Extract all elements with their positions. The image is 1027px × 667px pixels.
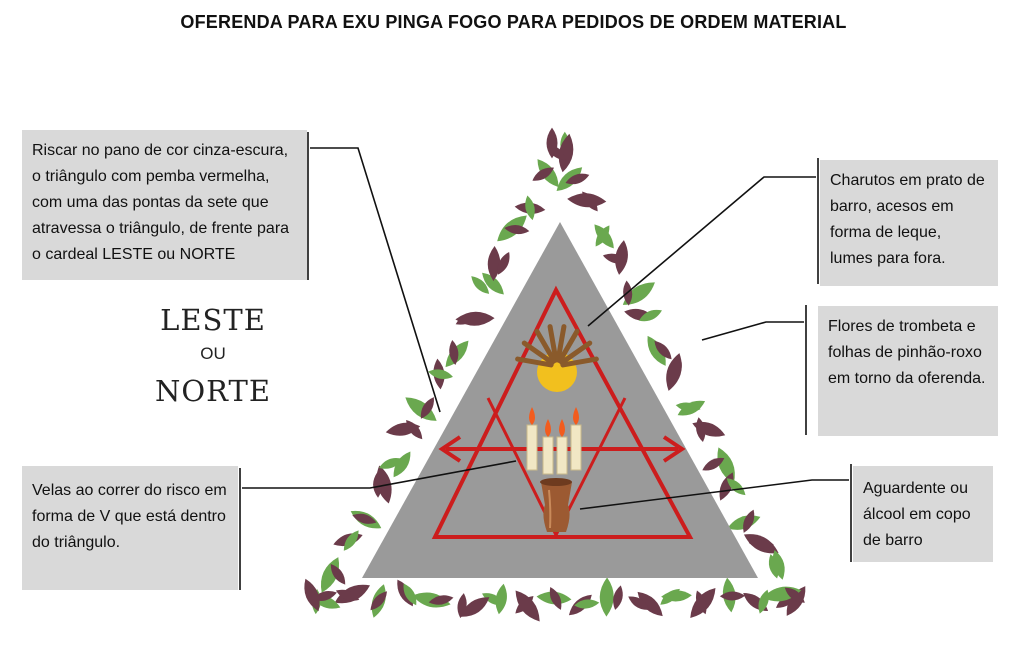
page-title: OFERENDA PARA EXU PINGA FOGO PARA PEDIDO… xyxy=(180,12,847,32)
leaf xyxy=(696,417,706,443)
leaf xyxy=(692,421,726,437)
cigar xyxy=(515,356,554,368)
annotation-aguardente: Aguardente ou álcool em copo de barro xyxy=(853,466,993,562)
leaf xyxy=(582,191,598,212)
leaf xyxy=(482,272,504,295)
leaf xyxy=(695,590,707,615)
leaf xyxy=(574,599,600,609)
annotation-velas: Velas ao correr do risco em forma de V q… xyxy=(22,466,238,590)
leaf xyxy=(376,465,392,504)
candle-flame xyxy=(559,419,565,437)
direction-norte: NORTE xyxy=(155,374,271,408)
leaf xyxy=(406,419,423,440)
leaf xyxy=(546,144,567,161)
leaf xyxy=(504,225,530,235)
leaf xyxy=(525,195,535,221)
candle-flame xyxy=(529,407,535,425)
pemba-v-lines xyxy=(486,397,627,539)
leaf xyxy=(602,253,628,264)
leaf xyxy=(487,246,501,281)
cigar xyxy=(547,324,559,363)
cigar xyxy=(559,340,593,366)
leaf xyxy=(719,591,746,601)
leaf xyxy=(784,587,805,603)
leaf xyxy=(304,578,320,612)
annotation-flores: Flores de trombeta e folhas de pinhão-ro… xyxy=(818,306,998,436)
cigar xyxy=(557,328,580,364)
candle xyxy=(570,424,582,471)
leaf xyxy=(647,335,666,366)
leaf xyxy=(335,589,360,601)
candles xyxy=(526,407,582,475)
leaf xyxy=(471,276,490,294)
leaf xyxy=(613,585,623,610)
leaf xyxy=(702,457,725,471)
leaf xyxy=(393,451,411,478)
leaf xyxy=(660,588,680,605)
leaf xyxy=(758,589,769,614)
cigars-on-plate xyxy=(515,324,599,392)
leaf xyxy=(638,309,662,322)
leaf xyxy=(515,596,534,614)
annotation-riscar: Riscar no pano de cor cinza-escura, o tr… xyxy=(22,130,307,280)
leaf xyxy=(654,340,672,360)
leaf xyxy=(726,478,746,496)
leaf xyxy=(373,472,383,498)
annotation-charutos: Charutos em prato de barro, acesos em fo… xyxy=(820,160,998,286)
leaf xyxy=(457,593,467,619)
leaf xyxy=(637,591,663,617)
leaf xyxy=(460,597,490,617)
leaf xyxy=(379,457,403,469)
leaf xyxy=(312,591,337,601)
candle-flame xyxy=(573,407,579,425)
cigar xyxy=(534,328,557,364)
leaf xyxy=(352,513,377,524)
leaf xyxy=(343,530,359,551)
leaf xyxy=(495,583,507,615)
leaf xyxy=(420,397,434,419)
leaf xyxy=(549,586,562,610)
gray-cloth-triangle xyxy=(362,222,758,578)
leaf xyxy=(532,167,555,181)
leaf xyxy=(628,596,650,610)
leaf xyxy=(405,397,437,421)
leaf xyxy=(403,583,417,606)
clay-cup xyxy=(540,478,572,532)
leaf xyxy=(497,251,510,275)
leaf xyxy=(595,225,610,247)
leader-lines xyxy=(239,132,852,590)
candle xyxy=(556,436,568,475)
candle xyxy=(542,436,554,475)
leaf xyxy=(669,361,682,384)
leaf xyxy=(428,595,454,605)
leaf xyxy=(482,593,505,606)
leaf xyxy=(768,554,779,579)
leaf xyxy=(449,339,459,365)
cigar xyxy=(521,340,555,366)
candle-flame xyxy=(545,419,551,437)
direction-leste: LESTE xyxy=(160,303,266,337)
leaf xyxy=(565,173,590,185)
leaf-garland xyxy=(304,127,806,622)
cigar xyxy=(555,324,567,363)
cigar xyxy=(560,356,599,368)
leaf xyxy=(599,577,614,617)
leaf xyxy=(428,369,453,379)
leaf xyxy=(743,509,755,533)
direction-ou: OU xyxy=(200,344,226,363)
leaf xyxy=(675,402,701,412)
leaf xyxy=(455,312,479,325)
candle xyxy=(526,424,538,471)
leaf xyxy=(330,563,346,585)
leaf xyxy=(772,549,785,580)
leaf xyxy=(558,133,574,173)
leaf xyxy=(370,591,388,611)
leaf xyxy=(748,539,774,549)
